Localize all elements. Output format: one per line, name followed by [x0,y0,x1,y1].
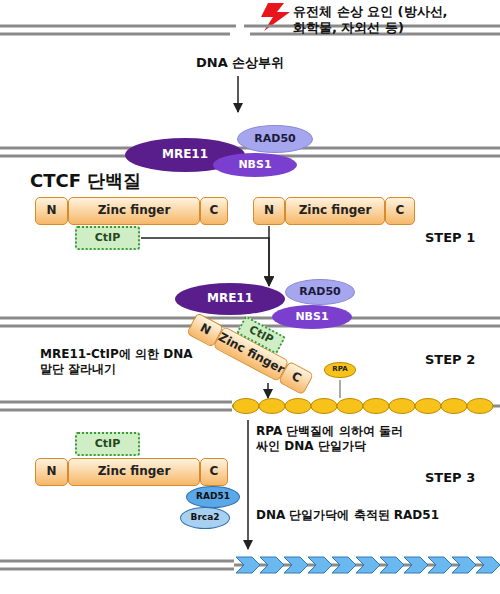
ctcf-domain: Zinc finger [68,197,200,225]
node-text: NBS1 [295,311,328,323]
step-note: MRE11-CtIP에 의한 DNA 말단 잘라내기 [40,347,212,377]
rpa-leader [340,380,341,398]
ctcf-domain: N [35,197,68,225]
node-text: Zinc finger [299,204,372,217]
rpa-bead [441,399,467,414]
node-text: CtIP [95,232,121,244]
node-text: NBS1 [238,159,271,171]
node-text: RAD50 [299,286,340,298]
dna-strand [0,26,500,34]
ctip-protein: CtIP [75,432,140,456]
step-label: STEP 2 [425,352,495,368]
node-text: N [46,204,56,217]
step-note: RPA 단백질에 의하여 둘러 싸인 DNA 단일가닥 [256,424,416,454]
node-text: N [264,204,274,217]
ctcf-domain: N [253,197,285,225]
node-text: Zinc finger [98,465,171,478]
rad51-chevron [308,557,332,573]
rad50-protein: RAD50 [285,279,355,305]
ctcf-domain: Zinc finger [68,458,200,486]
ctip-protein: CtIP [75,226,140,250]
flow-connector [141,238,269,286]
node-text: N [46,465,56,478]
nbs1-protein: NBS1 [213,153,297,177]
ctcf-domain: C [385,197,415,225]
rpa-coat [233,399,493,414]
rpa-bead [311,399,337,414]
rad51-chevron [428,557,452,573]
rpa-bead [285,399,311,414]
node-text: C [396,204,405,217]
node-text: CtIP [95,438,121,450]
node-text: Zinc finger [98,204,171,217]
rad51-chevron [356,557,380,573]
step-note: DNA 단일가닥에 축적된 RAD51 [256,508,456,523]
cause-note: 유전체 손상 요인 (방사선, 화학물, 자외선 등) [293,4,493,37]
rad51-filament [236,557,500,573]
rpa-bead [415,399,441,414]
flow-arrow [247,420,249,549]
step-label: STEP 3 [425,470,495,486]
node-text: C [289,370,303,386]
node-text: MRE11 [207,292,253,305]
rpa-protein: RPA [324,362,355,378]
rad51-chevron [236,557,260,573]
node-text: Brca2 [191,513,220,523]
rpa-bead [233,399,259,414]
node-text: RAD51 [196,492,230,502]
rad50-protein: RAD50 [237,125,313,153]
step-label: STEP 1 [425,230,495,246]
rpa-bead [389,399,415,414]
rpa-bead [363,399,389,414]
rad51-chevron [404,557,428,573]
rad51-chevron [260,557,284,573]
rad51-chevron [332,557,356,573]
rpa-bead [337,399,363,414]
rad51-chevron [380,557,404,573]
flow-arrow [267,383,269,398]
node-text: RAD50 [254,133,295,145]
node-text: C [210,204,219,217]
ctcf-domain: C [200,197,228,225]
rad51-chevron [452,557,476,573]
flow-arrow [237,76,239,112]
ctcf-domain: Zinc finger [285,197,385,225]
rad51-chevron [284,557,308,573]
node-text: C [210,465,219,478]
rpa-bead [467,399,493,414]
brca2-protein: Brca2 [180,507,230,529]
nbs1-protein: NBS1 [272,305,352,329]
ctcf-domain: C [200,458,228,486]
node-text: N [197,322,212,338]
rad51-chevron [476,557,500,573]
rpa-bead [259,399,285,414]
ctcf-domain: N [35,458,68,486]
node-text: RPA [332,366,347,374]
site-label: DNA 손상부위 [196,55,306,71]
node-text: MRE11 [162,148,208,161]
rad51-protein: RAD51 [186,486,240,508]
mre11-protein: MRE11 [175,283,285,315]
protein-title: CTCF 단백질 [30,170,230,193]
